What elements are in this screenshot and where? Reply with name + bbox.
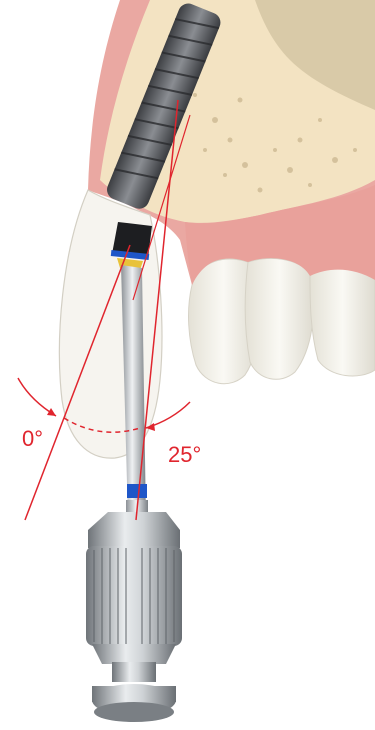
shaft-blue-band (127, 484, 147, 498)
angle-label-right: 25° (168, 442, 201, 467)
instrument-shaft (121, 265, 146, 520)
angle-label-left: 0° (22, 426, 43, 451)
posterior-teeth (189, 258, 375, 383)
driver-handle (86, 512, 182, 722)
